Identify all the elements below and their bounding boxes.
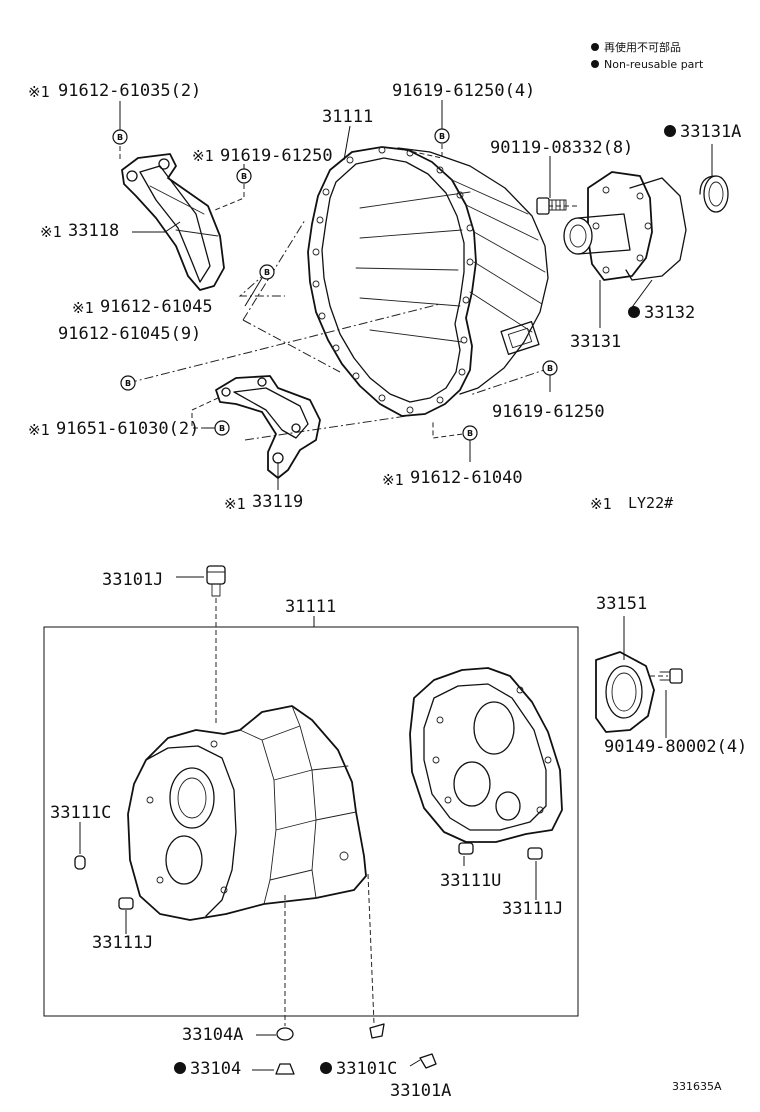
label-33111J-right: 33111J — [502, 899, 563, 919]
svg-text:B: B — [467, 429, 473, 438]
label-31111-bottom: 31111 — [285, 597, 336, 617]
bolt-b-icon: B — [542, 360, 558, 376]
non-reusable-dot-icon — [591, 43, 599, 51]
bolt-90149-80002 — [650, 668, 683, 684]
svg-text:B: B — [547, 364, 553, 373]
label-33119: 33119 — [252, 492, 303, 512]
label-90119-08332: 90119-08332(8) — [490, 138, 633, 158]
label-91619-61250-4: 91619-61250(4) — [392, 81, 535, 101]
figure-id: 331635A — [672, 1080, 722, 1093]
non-reusable-dot-icon — [628, 306, 640, 318]
dowel-33111C — [74, 855, 86, 870]
breather-plug-33101J — [206, 565, 226, 725]
dowel-33111J-right — [527, 847, 543, 860]
svg-text:B: B — [117, 133, 123, 142]
legend: 再使用不可部品 Non-reusable part — [591, 40, 704, 71]
callouts-top: ※1 91612-61035(2) 91619-61250(4) 31111 ※… — [28, 81, 741, 513]
bracket-33119 — [215, 375, 321, 479]
note-mark: ※1 — [40, 223, 62, 241]
bracket-33118 — [121, 153, 225, 291]
legend-non-reusable-en: Non-reusable part — [604, 58, 704, 71]
note-text: LY22# — [628, 494, 673, 512]
label-33151: 33151 — [596, 594, 647, 614]
bolt-b-icon: B — [434, 128, 450, 144]
label-33101C: 33101C — [336, 1059, 397, 1079]
label-33101A: 33101A — [390, 1081, 451, 1101]
label-33111J-left: 33111J — [92, 933, 153, 953]
bolt-b-icon: B — [462, 425, 478, 441]
dowel-33111U — [458, 842, 474, 855]
label-91612-61045: 91612-61045 — [100, 297, 213, 317]
note-mark: ※1 — [590, 495, 612, 513]
intermediate-plate — [409, 667, 563, 843]
note-mark: ※1 — [224, 495, 246, 513]
label-91619-61250-b: 91619-61250 — [492, 402, 605, 422]
note-mark: ※1 — [192, 147, 214, 165]
non-reusable-dot-icon — [174, 1062, 186, 1074]
label-33131A: 33131A — [680, 122, 741, 142]
dowel-33111J-left — [118, 897, 134, 910]
svg-text:B: B — [439, 132, 445, 141]
svg-text:B: B — [125, 379, 131, 388]
svg-text:B: B — [219, 424, 225, 433]
label-33101J: 33101J — [102, 570, 163, 590]
svg-text:B: B — [241, 172, 247, 181]
label-91612-61035: 91612-61035(2) — [58, 81, 201, 101]
bolt-b-icon: B — [259, 264, 275, 280]
plug-33101A — [419, 1053, 437, 1069]
bolt-b-icon: B — [214, 420, 230, 436]
transmission-case-31111 — [127, 705, 367, 921]
bolt-90119-08332 — [536, 197, 567, 215]
label-33118: 33118 — [68, 221, 119, 241]
callouts-bottom: 33101J 31111 33151 90149-80002(4) 33111C… — [50, 570, 747, 1101]
label-91612-61045-9: 91612-61045(9) — [58, 324, 201, 344]
label-33111U: 33111U — [440, 871, 501, 891]
plug-33104 — [275, 1063, 295, 1075]
bellhousing-31111-top — [307, 146, 549, 417]
label-31111-top: 31111 — [322, 107, 373, 127]
cover-33151 — [595, 651, 655, 733]
bolt-b-icon: B — [112, 129, 128, 145]
oil-seal-33131A — [699, 175, 729, 213]
note-mark: ※1 — [72, 299, 94, 317]
label-91612-61040: 91612-61040 — [410, 468, 523, 488]
note-mark: ※1 — [28, 421, 50, 439]
note-mark: ※1 — [28, 83, 50, 101]
plugs-bottom — [275, 873, 437, 1075]
assembly-frame — [43, 626, 579, 1017]
bolt-b-icon: B — [236, 168, 252, 184]
label-33104: 33104 — [190, 1059, 241, 1079]
svg-text:B: B — [264, 268, 270, 277]
leader-lines-top — [119, 100, 713, 490]
note-mark: ※1 — [382, 471, 404, 489]
bolt-b-icon: B — [120, 375, 136, 391]
gasket-33101C — [369, 1023, 385, 1039]
non-reusable-dot-icon — [591, 60, 599, 68]
label-33104A: 33104A — [182, 1025, 243, 1045]
front-bearing-retainer-33131 — [563, 171, 687, 281]
label-90149-80002: 90149-80002(4) — [604, 737, 747, 757]
gasket-33104A — [276, 1027, 294, 1041]
bolt-markers-top: B B B B B B B B — [112, 128, 558, 441]
label-33132: 33132 — [644, 303, 695, 323]
label-33111C: 33111C — [50, 803, 111, 823]
non-reusable-dot-icon — [664, 125, 676, 137]
label-91619-61250-a: 91619-61250 — [220, 146, 333, 166]
legend-non-reusable-ja: 再使用不可部品 — [604, 40, 681, 54]
label-91651-61030: 91651-61030(2) — [56, 419, 199, 439]
leader-lines-bottom — [79, 576, 667, 1071]
dowel-pins — [74, 842, 543, 910]
label-33131: 33131 — [570, 332, 621, 352]
alignment-lines-top — [119, 136, 580, 441]
non-reusable-dot-icon — [320, 1062, 332, 1074]
